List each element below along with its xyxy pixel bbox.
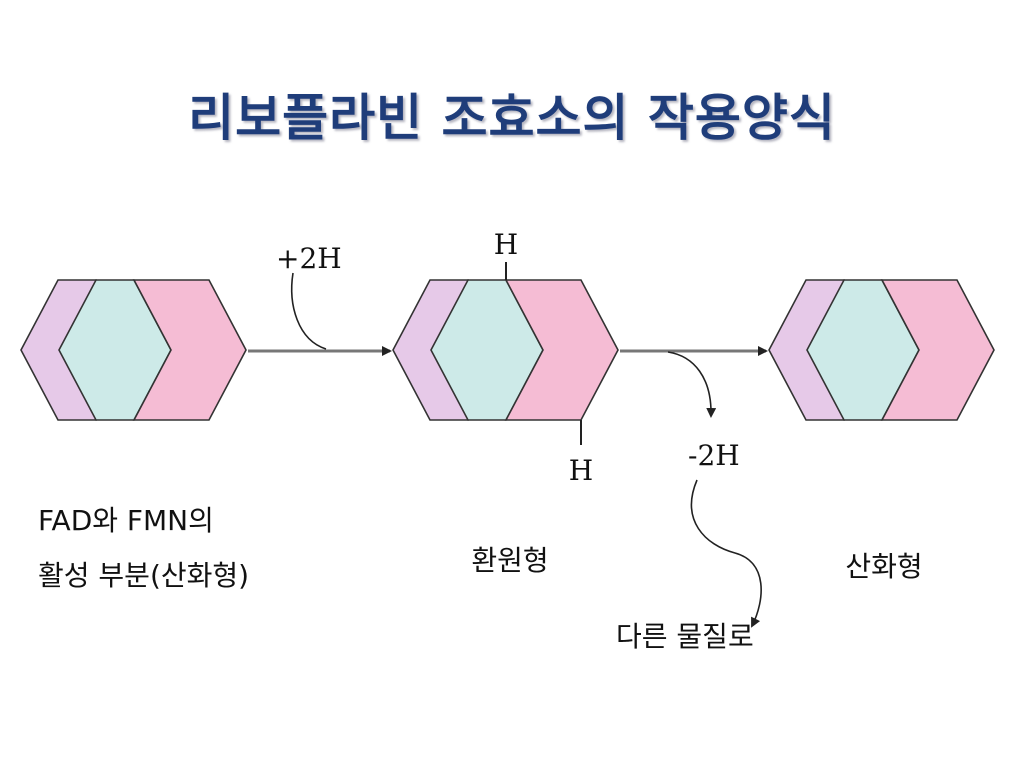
label-fad-fmn-line1: FAD와 FMN의 [38,504,214,537]
molecule-oxidized-right [768,279,995,421]
curve-to-other-material [690,479,762,628]
label-h-bottom: H [569,454,593,487]
label-oxidized: 산화형 [845,550,922,583]
hexagon-pink [880,279,995,421]
slide-title: 리보플라빈 조효소의 작용양식 [188,89,836,147]
curve-plus-2h [291,272,327,350]
label-other-material: 다른 물질로 [616,620,754,653]
label-plus-2h: +2H [276,242,342,275]
molecule-reduced [392,262,619,445]
label-h-top: H [494,228,518,261]
label-minus-2h: -2H [688,439,740,472]
molecule-oxidized-left [20,279,247,421]
hexagon-pink [132,279,247,421]
label-fad-fmn-line2: 활성 부분(산화형) [38,559,249,592]
curve-minus-2h [667,351,717,418]
label-reduced: 환원형 [471,544,548,577]
